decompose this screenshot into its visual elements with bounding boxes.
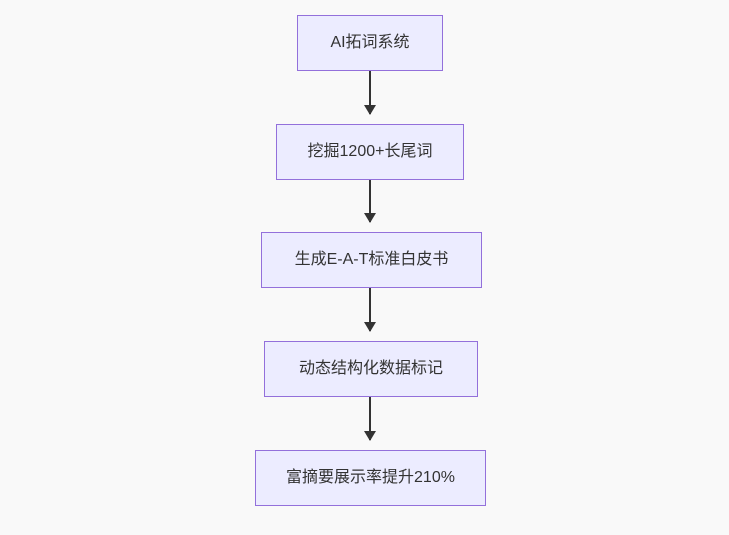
node-label: 动态结构化数据标记 — [298, 360, 443, 377]
arrow-down-icon — [369, 71, 371, 114]
arrow-down-icon — [369, 288, 371, 331]
flowchart-node-ai-word-system: AI拓词系统 — [297, 15, 443, 71]
node-label: 生成E-A-T标准白皮书 — [294, 251, 449, 268]
flowchart-node-structured-data-markup: 动态结构化数据标记 — [264, 341, 478, 397]
arrow-down-icon — [369, 397, 371, 440]
node-label: 挖掘1200+长尾词 — [307, 143, 433, 160]
flowchart-node-eat-whitepaper: 生成E-A-T标准白皮书 — [261, 232, 482, 288]
flowchart-node-longtail-mining: 挖掘1200+长尾词 — [276, 124, 464, 180]
node-label: AI拓词系统 — [330, 34, 410, 51]
node-label: 富摘要展示率提升210% — [286, 469, 455, 486]
flowchart-node-rich-snippet-result: 富摘要展示率提升210% — [255, 450, 486, 506]
arrow-down-icon — [369, 180, 371, 222]
